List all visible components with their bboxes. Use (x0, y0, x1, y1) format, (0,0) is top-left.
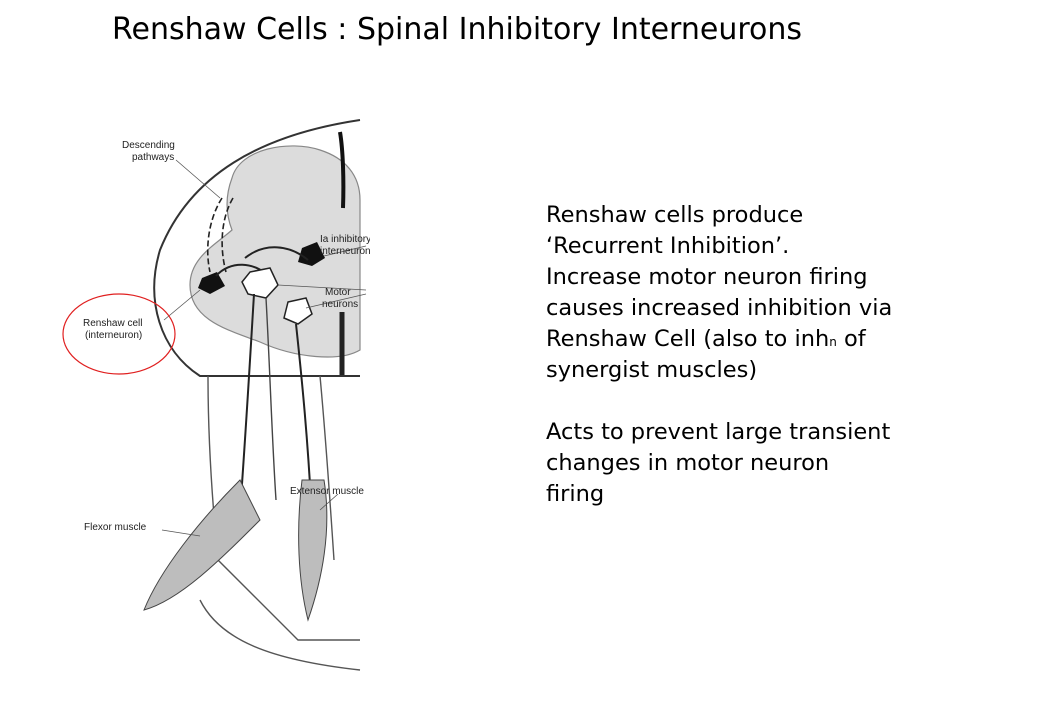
paragraph-recurrent-inhibition: Renshaw cells produce ‘Recurrent Inhibit… (546, 200, 1026, 386)
text-line: firing (546, 481, 605, 507)
label-motor-line2: neurons (322, 299, 358, 310)
leader-motor-1 (277, 284, 367, 291)
ia-interneuron-axon (244, 246, 309, 261)
label-renshaw-line1: Renshaw cell (83, 318, 142, 329)
text-line: Increase motor neuron firing (546, 264, 868, 290)
explanation-text: Renshaw cells produce ‘Recurrent Inhibit… (546, 200, 1026, 510)
renshaw-cell-soma (198, 272, 225, 294)
label-descending-line2: pathways (132, 152, 174, 163)
leader-ia (323, 245, 367, 257)
motor-neuron-2 (283, 297, 313, 325)
label-extensor: Extensor muscle (290, 486, 364, 497)
descending-fiber-1 (206, 197, 223, 273)
renshaw-highlight-ellipse (62, 293, 176, 375)
label-motor-line1: Motor (325, 287, 351, 298)
text-line: Renshaw Cell (also to inh (546, 326, 830, 352)
label-flexor: Flexor muscle (84, 522, 147, 533)
text-line: changes in motor neuron (546, 450, 830, 476)
bone-joint (199, 599, 361, 671)
text-line: of (836, 326, 866, 352)
leader-motor-2 (305, 293, 367, 309)
diagram-svg: Descending pathways Ia inhibitory intern… (62, 119, 370, 671)
label-ia-line1: Ia inhibitory (320, 234, 370, 245)
text-line: causes increased inhibition via (546, 295, 893, 321)
paragraph-transient-changes: Acts to prevent large transient changes … (546, 417, 1026, 510)
label-renshaw-line2: (interneuron) (85, 330, 142, 341)
ia-interneuron-soma (298, 242, 325, 266)
descending-fiber-2 (221, 197, 234, 273)
flexor-motor-axon (239, 293, 255, 513)
superscript-n: n (829, 335, 837, 349)
central-canal (338, 131, 346, 209)
text-line: synergist muscles) (546, 357, 758, 383)
text-line: ‘Recurrent Inhibition’. (546, 233, 790, 259)
leader-extensor (319, 493, 339, 511)
label-ia-line2: interneuron (320, 246, 370, 257)
renshaw-circuit-diagram: Descending pathways Ia inhibitory intern… (40, 80, 370, 680)
extensor-muscle-shape (298, 479, 328, 622)
leader-flexor (161, 529, 201, 537)
text-line: Acts to prevent large transient (546, 419, 891, 445)
label-descending-line1: Descending (122, 140, 175, 151)
slide-title: Renshaw Cells : Spinal Inhibitory Intern… (112, 12, 803, 47)
ia-afferent-axon (265, 297, 277, 501)
text-line: Renshaw cells produce (546, 202, 804, 228)
leader-renshaw (163, 289, 201, 321)
leader-descending (175, 159, 221, 199)
flexor-muscle-shape (143, 479, 261, 611)
